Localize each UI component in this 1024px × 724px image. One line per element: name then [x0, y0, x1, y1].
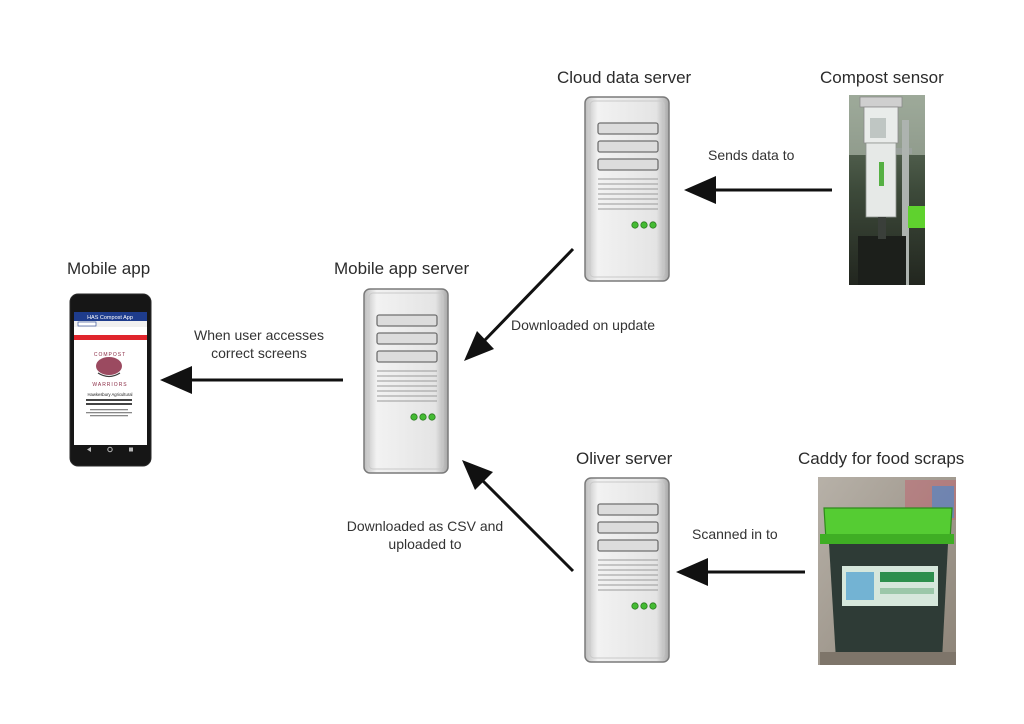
mobile-app-server-icon: [363, 288, 449, 474]
node-label-caddy: Caddy for food scraps: [798, 449, 965, 468]
node-label-cloud-data-server: Cloud data server: [557, 68, 692, 87]
arrow-oliver-to-app-server: [462, 460, 575, 573]
phone-mockup: HAS Compost App COMPOST WARRIORS Hawkesb…: [69, 293, 152, 467]
arrow-app-server-to-phone: [160, 366, 343, 394]
arrow-cloud-to-app-server: [464, 247, 575, 361]
edge-label-downloaded-csv: Downloaded as CSV and uploaded to: [333, 517, 517, 553]
arrow-caddy-to-oliver: [676, 558, 805, 586]
edge-label-user-accesses: When user accesses correct screens: [184, 326, 334, 362]
edge-label-sends-data: Sends data to: [708, 147, 795, 163]
arrows: [160, 176, 832, 586]
phone-heading-1: Hawkesbury Agricultural: [88, 392, 133, 397]
edge-label-downloaded-on-update: Downloaded on update: [511, 317, 656, 333]
node-label-mobile-app-server: Mobile app server: [334, 259, 470, 278]
node-label-compost-sensor: Compost sensor: [820, 68, 944, 87]
edge-label-scanned-in: Scanned in to: [692, 526, 778, 542]
compost-sensor-image: [849, 95, 925, 285]
phone-app-title: HAS Compost App: [87, 315, 133, 321]
oliver-server-icon: [584, 477, 670, 663]
edge-label-downloaded-csv-line2: uploaded to: [388, 536, 462, 552]
phone-logo-bottom: WARRIORS: [92, 382, 127, 388]
edge-label-user-accesses-line2: correct screens: [211, 345, 307, 361]
node-label-oliver-server: Oliver server: [576, 449, 673, 468]
edge-label-downloaded-csv-line1: Downloaded as CSV and: [346, 518, 504, 534]
cloud-data-server-icon: [584, 96, 670, 282]
phone-logo-top: COMPOST: [94, 352, 126, 358]
caddy-image: [818, 477, 956, 665]
arrow-sensor-to-cloud: [684, 176, 832, 204]
edge-label-user-accesses-line1: When user accesses: [194, 327, 324, 343]
node-label-mobile-app: Mobile app: [67, 259, 151, 278]
